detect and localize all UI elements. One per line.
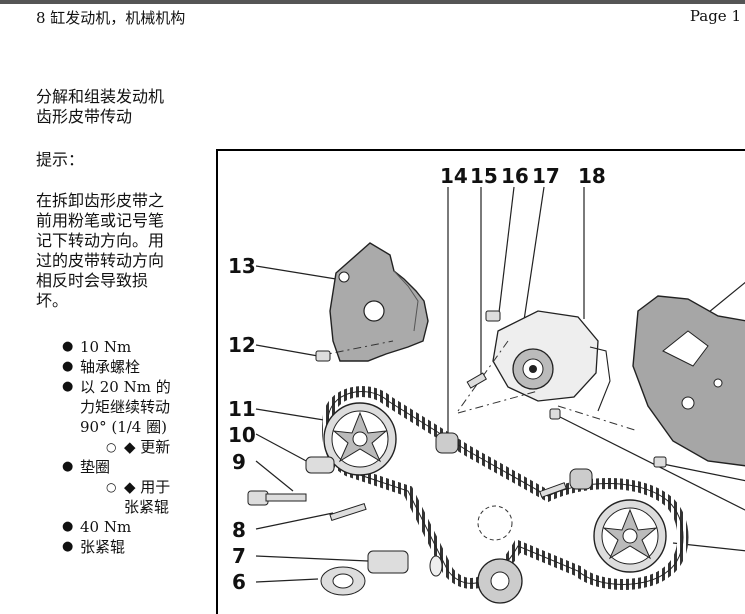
hint-line: 在拆卸齿形皮带之 [36, 191, 165, 210]
callout-18: 18 [578, 164, 606, 188]
sub-list-item: ○ ◆ 更新 [106, 438, 171, 456]
bullet-icon: ● [62, 359, 74, 374]
camshaft-sprocket-left [323, 402, 397, 476]
timing-belt-cover-left [329, 242, 429, 362]
circle-bullet-icon: ○ [106, 440, 117, 454]
hint-line: 相反时会导致损 [36, 271, 149, 290]
bullet-icon: ● [62, 379, 74, 394]
timing-belt-diagram: 14 15 16 17 18 13 12 11 10 9 8 7 6 [216, 149, 745, 614]
callout-15: 15 [470, 164, 498, 188]
list-item: ● 垫圈 [62, 458, 111, 476]
list-item: ● 轴承螺栓 [62, 358, 141, 376]
list-item: ● 10 Nm [62, 338, 132, 356]
sub-list-item: ○ ◆ 用于 张紧辊 [106, 478, 171, 516]
callout-11: 11 [228, 397, 256, 421]
hint-line: 坏。 [36, 291, 69, 310]
exploded-view-drawing: 14 15 16 17 18 13 12 11 10 9 8 7 6 [228, 164, 745, 604]
callout-12: 12 [228, 333, 256, 357]
section-title-line-1: 分解和组装发动机 [36, 87, 165, 106]
parts-list: ● 10 Nm ● 轴承螺栓 ● 以 20 Nm 的 力矩继续转动 90° (1… [62, 337, 212, 557]
hint-label: 提示： [36, 150, 85, 169]
callout-16: 16 [501, 164, 529, 188]
crankshaft-sprocket [477, 558, 523, 604]
timing-belt-cover-right [632, 295, 745, 467]
callout-17: 17 [532, 164, 560, 188]
water-pump [492, 310, 611, 412]
hint-line: 过的皮带转动方向 [36, 251, 165, 270]
toothed-timing-belt [322, 386, 689, 590]
bolts [247, 310, 667, 574]
callout-8: 8 [232, 518, 246, 542]
circle-bullet-icon: ○ [106, 480, 117, 494]
bullet-icon: ● [62, 459, 74, 474]
bullet-icon: ● [62, 539, 74, 554]
hint-line: 记下转动方向。用 [36, 231, 165, 250]
callout-13: 13 [228, 254, 256, 278]
document-title: 8 缸发动机，机械机构 [36, 9, 186, 27]
list-item: ● 张紧辊 [62, 538, 126, 556]
callout-14: 14 [440, 164, 468, 188]
header-rule [0, 0, 745, 4]
callout-6: 6 [232, 570, 246, 594]
section-title: 分解和组装发动机 齿形皮带传动 [36, 87, 211, 127]
detail-circle [477, 505, 513, 541]
page-number: Page 1 [689, 7, 741, 25]
camshaft-sprocket-right [593, 499, 667, 573]
section-title-line-2: 齿形皮带传动 [36, 107, 133, 126]
bullet-icon: ● [62, 519, 74, 534]
callout-9: 9 [232, 450, 246, 474]
callout-7: 7 [232, 544, 246, 568]
hint-text: 在拆卸齿形皮带之 前用粉笔或记号笔 记下转动方向。用 过的皮带转动方向 相反时会… [36, 191, 196, 311]
idler-roller [320, 432, 593, 596]
list-item: ● 40 Nm [62, 518, 132, 536]
callout-10: 10 [228, 423, 256, 447]
bullet-icon: ● [62, 339, 74, 354]
list-item: ● 以 20 Nm 的 力矩继续转动 90° (1/4 圈) [62, 378, 171, 436]
callout-numbers: 14 15 16 17 18 13 12 11 10 9 8 7 6 [228, 164, 606, 594]
hint-line: 前用粉笔或记号笔 [36, 211, 165, 230]
